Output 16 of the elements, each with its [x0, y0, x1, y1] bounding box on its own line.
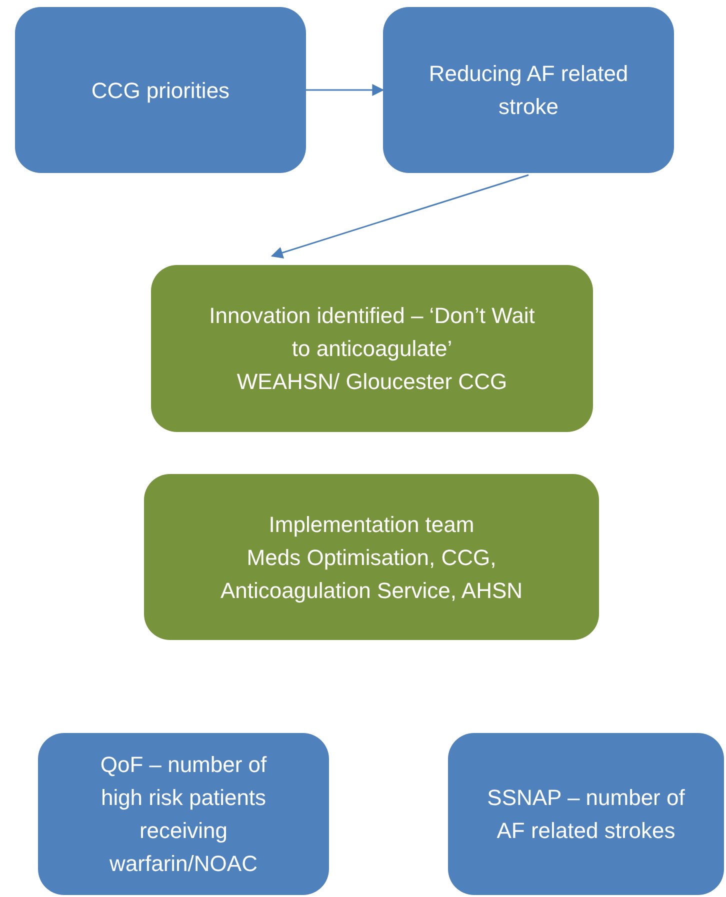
process-box [448, 733, 724, 895]
box-text: QoF – number of high risk patients receiving warfarin/NOAC [99, 751, 268, 878]
process-box [383, 7, 674, 173]
arrow [306, 84, 384, 96]
box-text: Meds Optimisation, CCG, Anticoagulation Service, AHSN [219, 544, 524, 605]
process-box [151, 265, 593, 432]
box-text: SSNAP – number of AF related strokes [486, 784, 686, 845]
box-text: Innovation identified – ‘Don’t Wait to anticoagulate’ [208, 302, 536, 363]
process-box [144, 474, 599, 640]
box-text: Reducing AF related stroke [428, 60, 630, 121]
box-text: WEAHSN/ Gloucester CCG [236, 368, 508, 396]
box-text: CCG priorities [91, 76, 230, 105]
process-box [38, 733, 329, 895]
process-box [15, 7, 306, 173]
arrow [270, 174, 529, 258]
box-text: Implementation team [268, 510, 474, 539]
